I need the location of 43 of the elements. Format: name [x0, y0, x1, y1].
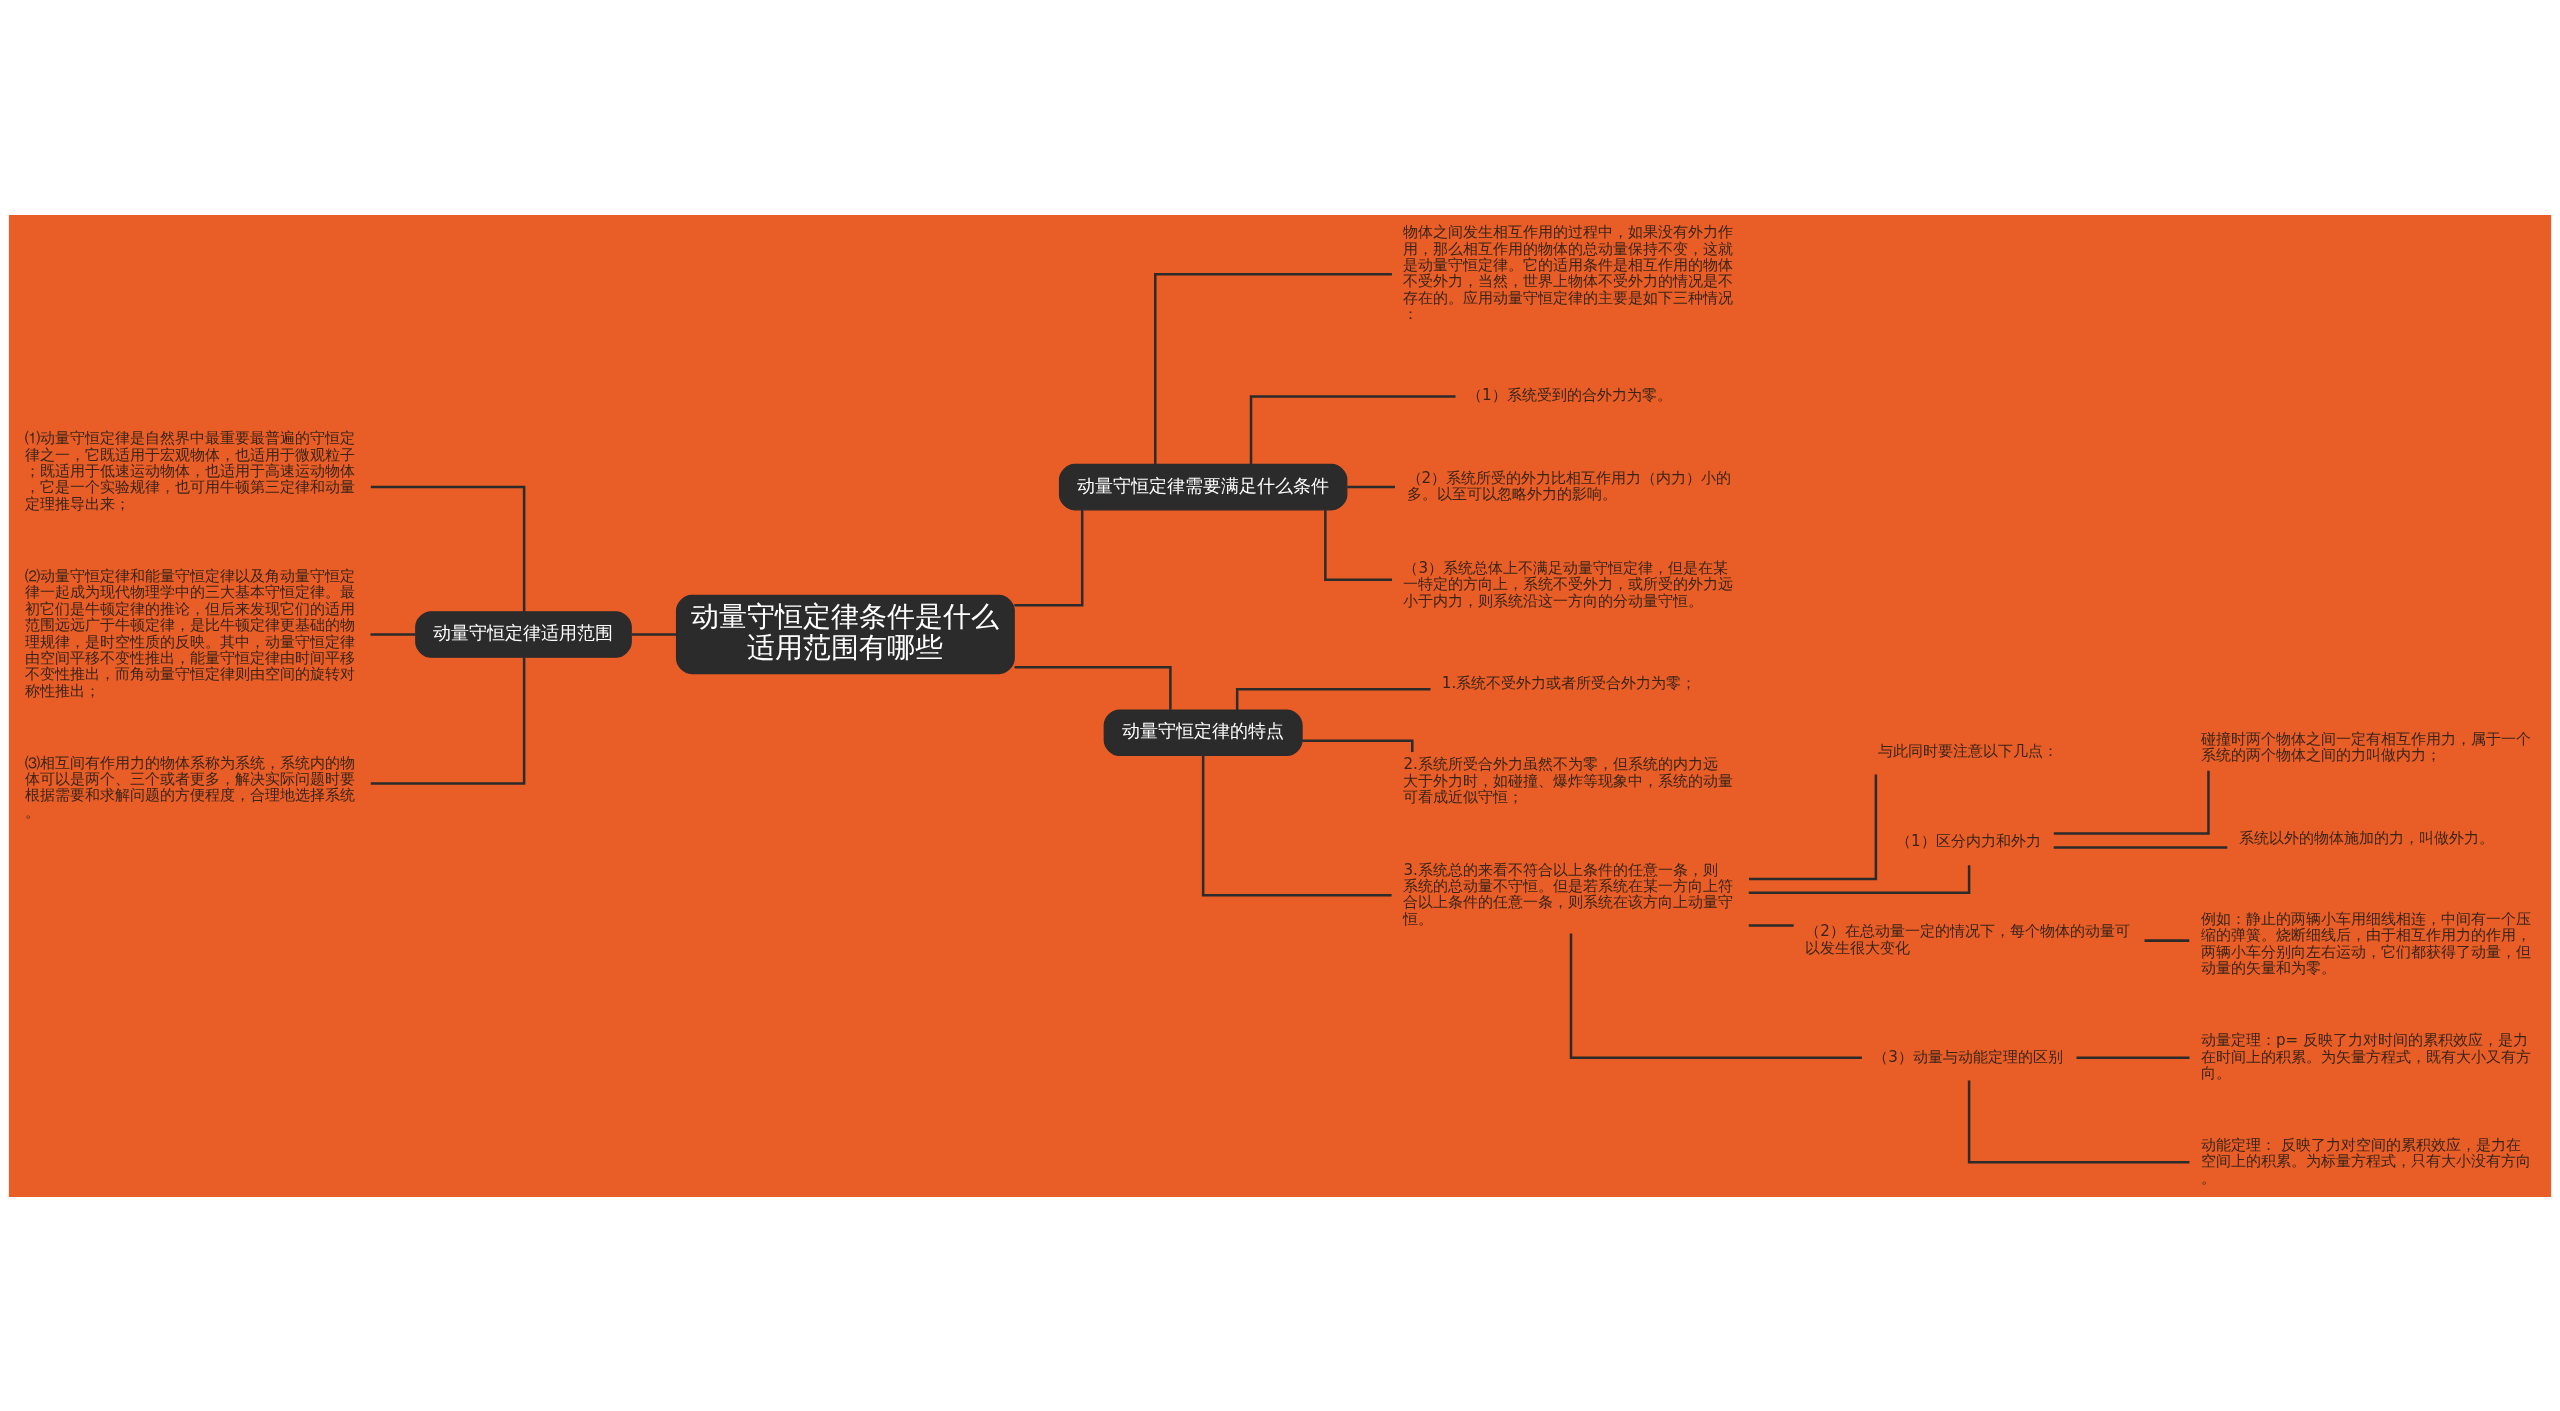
node-text: 碰撞时两个物体之间一定有相互作用力，属于一个系统的两个物体之间的力叫做内力； — [2200, 729, 2531, 764]
node-text: 3.系统总的来看不符合以上条件的任意一条，则系统的总动量不守恒。但是若系统在某一方向上符合以上条件的任意一条，则系统在该方向上动量守恒。 — [1403, 860, 1734, 928]
connector — [2076, 1056, 2190, 1059]
connector — [1748, 923, 1794, 927]
node-text: 动能定理： 反映了力对空间的累积效应，是力在空间上的积累。为标量方程式，只有大小没有方向。 — [2200, 1135, 2531, 1187]
connector — [2053, 770, 2210, 835]
node-text: ⑴动量守恒定律是自然界中最重要最普遍的守恒定律之一，它既适用于宏观物体，也适用于微观粒子；既适用于低速运动物体，也适用于高速运动物体，它是一个实验规律，也可用牛顿第三定律和动量定理推导出来； — [25, 428, 356, 513]
connector — [370, 485, 526, 612]
node-text: （3）动量与动能定理的区别 — [1873, 1047, 2063, 1066]
node-text: （1）区分内力和外力 — [1896, 831, 2041, 850]
node-text: 系统以外的物体施加的力，叫做外力。 — [2238, 828, 2494, 846]
node-text: （2）系统所受的外力比相互作用力（内力）小的多。以至可以忽略外力的影响。 — [1406, 468, 1732, 503]
connector — [1249, 394, 1456, 464]
connector — [370, 632, 416, 636]
connector — [2144, 938, 2190, 942]
connector — [1201, 755, 1392, 897]
node-box: 动量守恒定律适用范围 — [415, 610, 632, 658]
node-box: 动量守恒定律的特点 — [1103, 708, 1303, 756]
node-text: 与此同时要注意以下几点： — [1877, 741, 2058, 760]
connector — [1967, 1080, 2190, 1164]
node-box: 动量守恒定律需要满足什么条件 — [1058, 463, 1348, 510]
node-text: ⑶相互间有作用力的物体系称为系统，系统内的物体可以是两个、三个或者更多，解决实际问题时要根据需要和求解问题的方便程度，合理地选择系统。 — [25, 753, 356, 821]
connector — [370, 656, 526, 785]
connector — [1014, 665, 1172, 710]
connector — [1347, 485, 1395, 488]
node-text: 1.系统不受外力或者所受合外力为零； — [1441, 673, 1697, 692]
connector — [1235, 687, 1431, 710]
connector — [2053, 845, 2228, 849]
node-text: ⑵动量守恒定律和能量守恒定律以及角动量守恒定律一起成为现代物理学中的三大基本守恒定律。最初它们是牛顿定律的推论，但后来发现它们的适用范围远远广于牛顿定律，是比牛顿定律更基础的物理规律，是时空性质的反映。其中，动量守恒定律由空间平移不变性推出，能量守恒定律由时间平移不变性推出，而角动量守恒定律则由空间的旋转对称性推出； — [25, 566, 356, 700]
node-text: 例如：静止的两辆小车用细线相连，中间有一个压缩的弹簧。烧断细线后，由于相互作用力的作用，两辆小车分别向左右运动，它们都获得了动量，但动量的矢量和为零。 — [2200, 909, 2531, 977]
node-text: 动量定理：p= 反映了力对时间的累积效应，是力在时间上的积累。为矢量方程式，既有大小又有方向。 — [2200, 1030, 2531, 1082]
node-text: （2）在总动量一定的情况下，每个物体的动量可以发生很大变化 — [1805, 921, 2130, 957]
node-text: （1）系统受到的合外力为零。 — [1467, 385, 1672, 404]
connector — [1014, 509, 1084, 606]
connector — [1748, 773, 1878, 880]
connector — [1154, 272, 1392, 464]
node-text: （3）系统总体上不满足动量守恒定律，但是在某一特定的方向上，系统不受外力，或所受的外力远小于内力，则系统沿这一方向的分动量守恒。 — [1403, 558, 1734, 610]
connector — [1569, 932, 1862, 1059]
connector — [1324, 509, 1392, 581]
node-text: 2.系统所受合外力虽然不为零，但系统的内力远大于外力时，如碰撞、爆炸等现象中，系统的动量可看成近似守恒； — [1403, 754, 1734, 806]
node-box: 动量守恒定律条件是什么适用范围有哪些 — [675, 594, 1015, 674]
node-text: 物体之间发生相互作用的过程中，如果没有外力作用，那么相互作用的物体的总动量保持不变，这就是动量守恒定律。它的适用条件是相互作用的物体不受外力，当然，世界上物体不受外力的情况是不存在的。应用动量守恒定律的主要是如下三种情况： — [1403, 222, 1734, 323]
connector — [631, 632, 677, 636]
